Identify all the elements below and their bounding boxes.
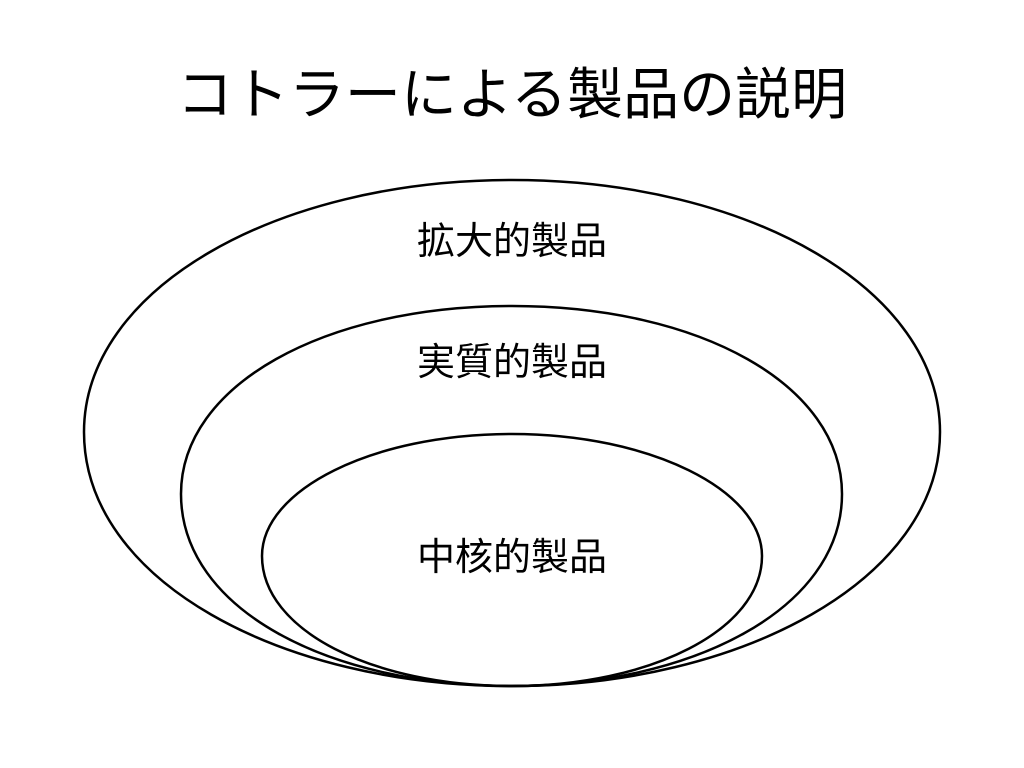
core-product-label: 中核的製品 — [416, 535, 607, 579]
slide-title: コトラーによる製品の説明 — [176, 63, 848, 128]
core-product-ring — [260, 432, 764, 688]
actual-product-label: 実質的製品 — [416, 340, 607, 384]
augmented-product-label: 拡大的製品 — [416, 219, 607, 263]
